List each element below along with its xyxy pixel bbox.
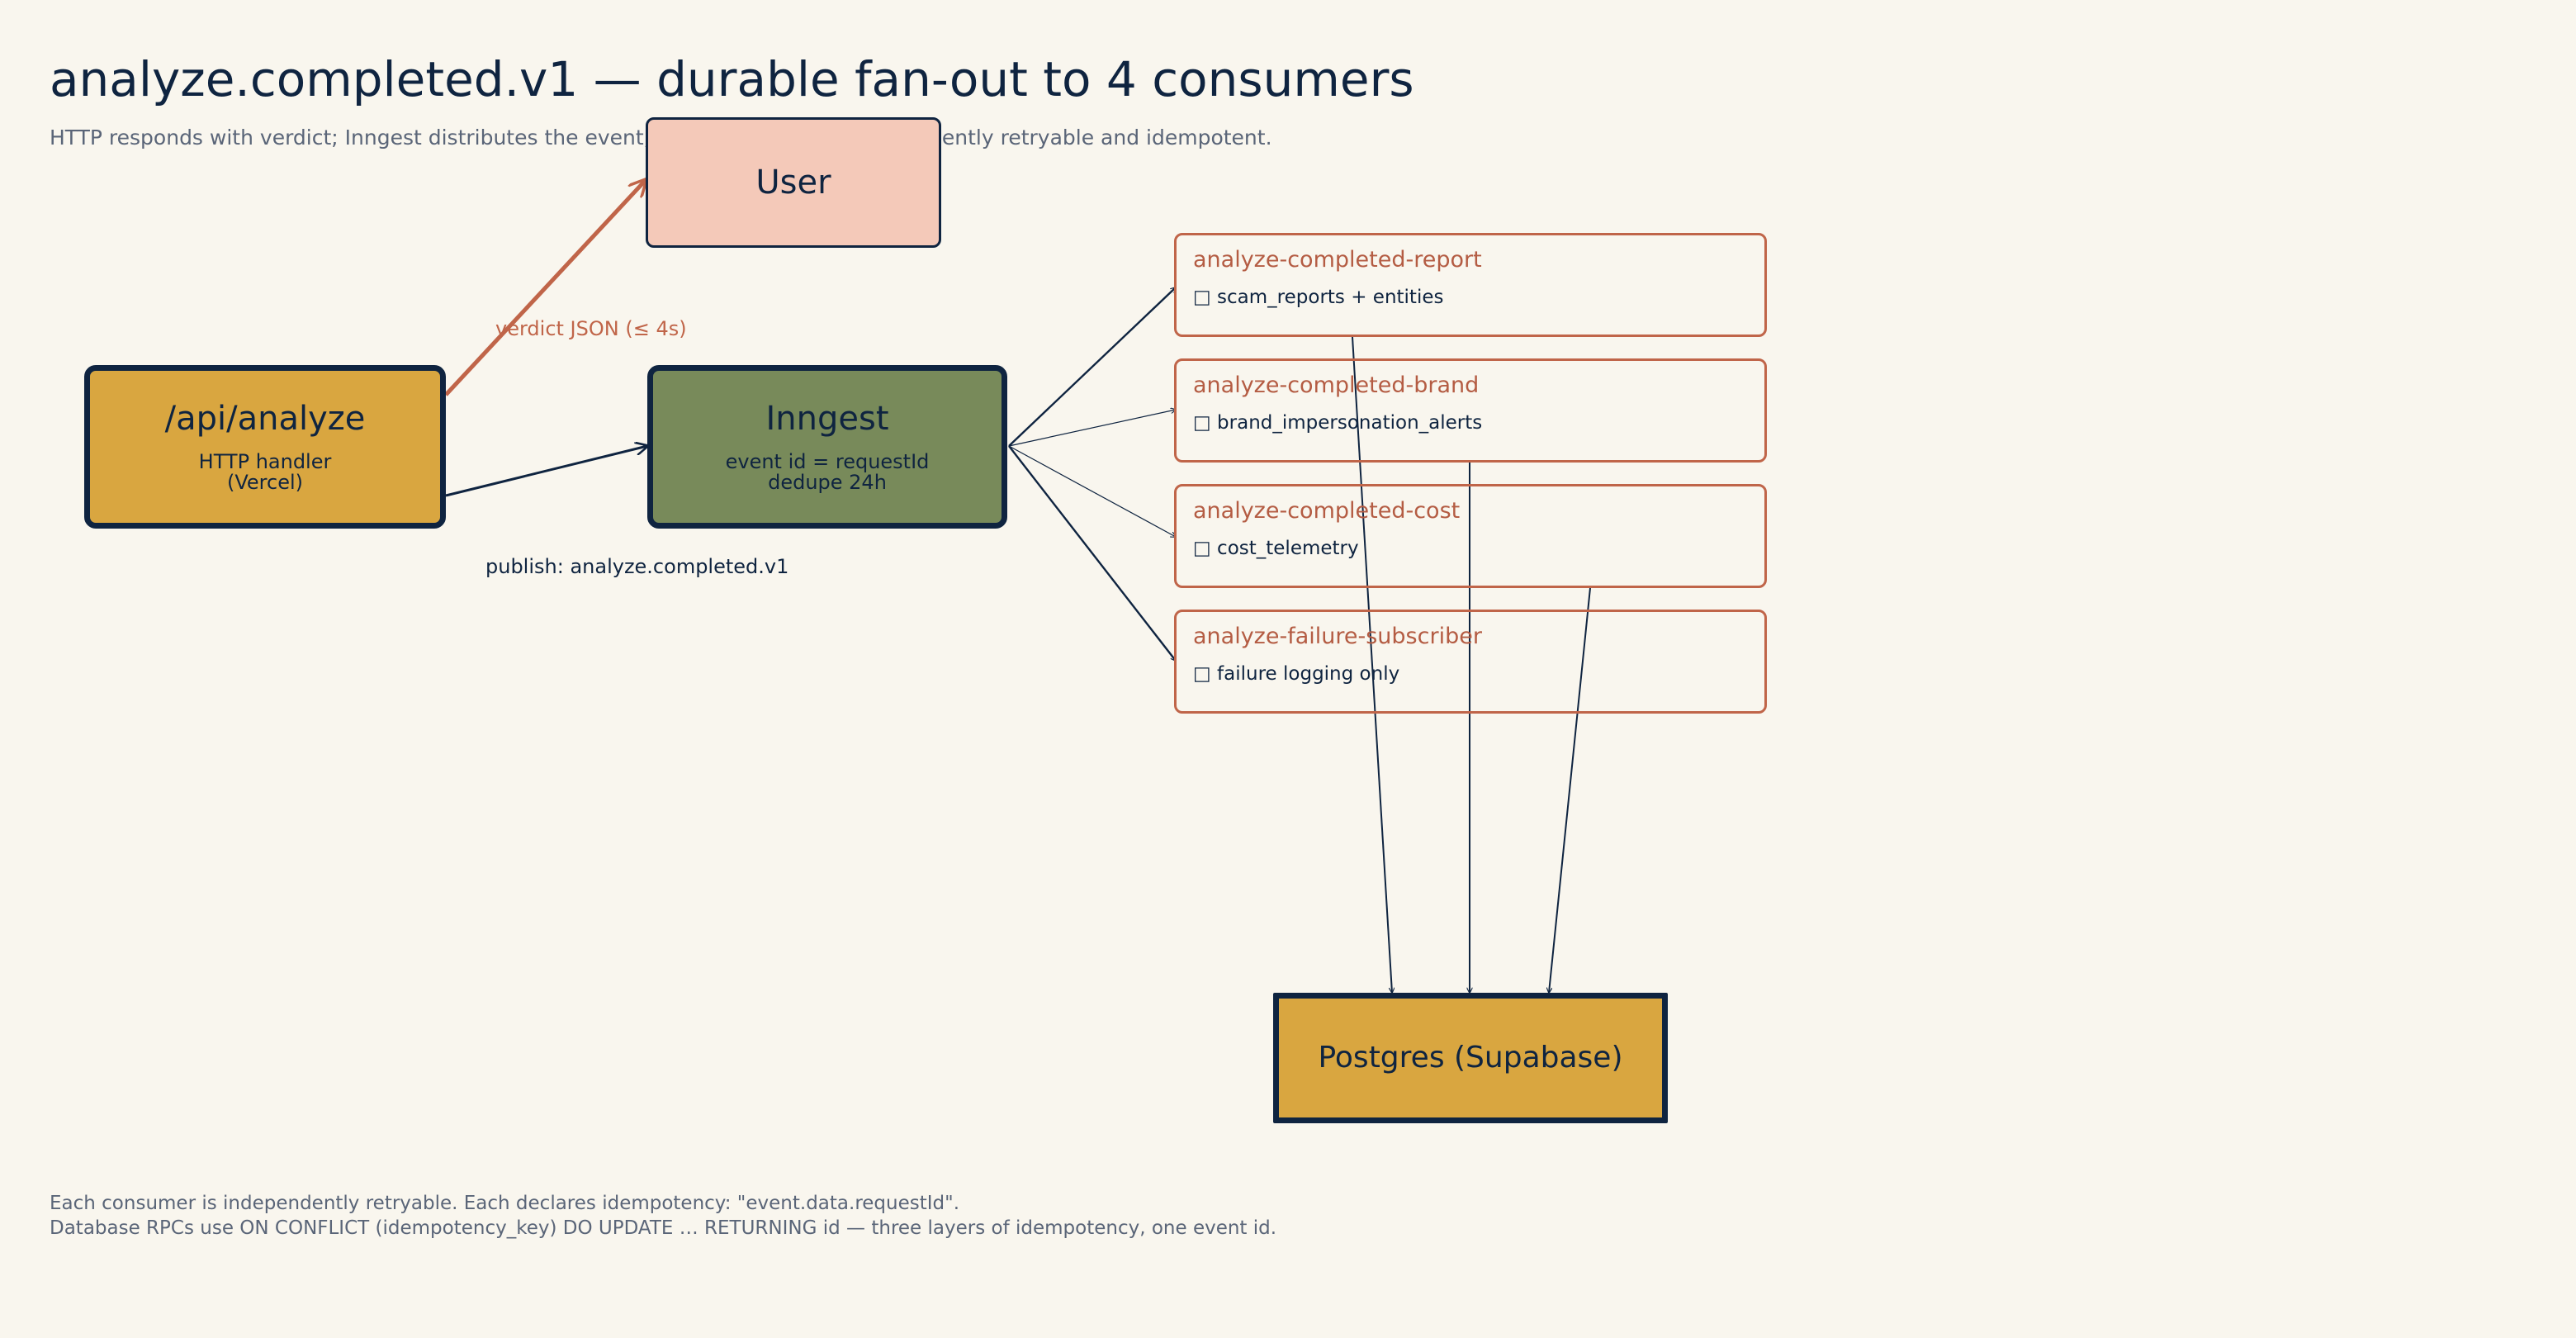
write-arrow-report <box>1352 336 1392 993</box>
postgres-node: Postgres (Supabase) <box>1273 993 1668 1123</box>
table-icon: □ <box>1193 412 1211 434</box>
table-icon: □ <box>1193 287 1211 308</box>
publish-arrow <box>445 446 647 497</box>
api-node-title: /api/analyze <box>164 399 366 438</box>
consumer-report: analyze-completed-report □ scam_reports … <box>1174 233 1767 337</box>
consumer-name: analyze-failure-subscriber <box>1193 624 1482 649</box>
postgres-node-title: Postgres (Supabase) <box>1318 1041 1623 1075</box>
consumer-target: □ scam_reports + entities <box>1193 287 1443 308</box>
user-node: User <box>646 117 941 248</box>
fanout-arrow-brand <box>1008 410 1176 447</box>
diagram-title: analyze.completed.v1 — durable fan-out t… <box>50 51 1414 107</box>
fanout-arrow-cost <box>1008 445 1176 537</box>
consumer-target: □ cost_telemetry <box>1193 538 1359 559</box>
inngest-node-line1: event id = requestId <box>725 449 930 473</box>
consumer-target-text: scam_reports + entities <box>1217 287 1444 308</box>
inngest-node-title: Inngest <box>765 399 889 438</box>
inngest-node: Inngest event id = requestId dedupe 24h <box>647 365 1007 529</box>
user-node-title: User <box>755 164 831 202</box>
consumer-brand: analyze-completed-brand □ brand_imperson… <box>1174 358 1767 463</box>
verdict-arrow <box>444 180 646 396</box>
publish-edge-label: publish: analyze.completed.v1 <box>485 555 789 578</box>
consumer-target: □ brand_impersonation_alerts <box>1193 412 1482 434</box>
consumer-name: analyze-completed-brand <box>1193 372 1480 398</box>
consumer-target-text: brand_impersonation_alerts <box>1217 412 1483 434</box>
api-node-line2: (Vercel) <box>226 471 303 494</box>
table-icon: □ <box>1193 538 1211 559</box>
consumer-target-text: cost_telemetry <box>1217 538 1359 559</box>
api-analyze-node: /api/analyze HTTP handler (Vercel) <box>84 365 446 529</box>
consumer-cost: analyze-completed-cost □ cost_telemetry <box>1174 484 1767 588</box>
api-node-line1: HTTP handler <box>198 449 332 473</box>
consumer-target-text: failure logging only <box>1217 663 1400 685</box>
consumer-target: □ failure logging only <box>1193 663 1399 685</box>
consumer-name: analyze-completed-report <box>1193 247 1482 273</box>
log-icon: □ <box>1193 663 1211 685</box>
inngest-node-line2: dedupe 24h <box>768 471 887 494</box>
footer-note-line2: Database RPCs use ON CONFLICT (idempoten… <box>50 1217 1277 1239</box>
fanout-arrow-failure <box>1008 445 1176 661</box>
consumer-name: analyze-completed-cost <box>1193 498 1461 524</box>
write-arrow-cost <box>1549 587 1591 993</box>
fanout-arrow-report <box>1008 287 1176 447</box>
verdict-edge-label: verdict JSON (≤ 4s) <box>495 317 687 340</box>
consumer-failure: analyze-failure-subscriber □ failure log… <box>1174 610 1767 714</box>
footer-note-line1: Each consumer is independently retryable… <box>50 1193 960 1214</box>
